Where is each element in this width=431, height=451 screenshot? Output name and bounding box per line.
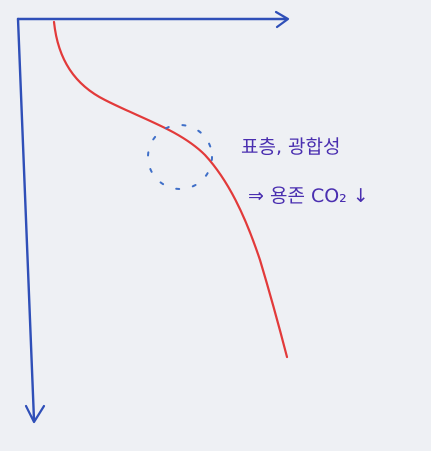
vertical-axis-arrowhead-icon <box>24 404 46 424</box>
highlight-dotted-circle <box>147 124 213 190</box>
profile-curve <box>52 20 289 359</box>
annotation-line-2: ⇒ 용존 CO₂ ↓ <box>248 185 369 207</box>
dotted-circle <box>147 124 213 190</box>
annotation-line-1: 표층, 광합성 <box>241 136 340 158</box>
horizontal-axis <box>16 10 290 29</box>
vertical-axis <box>16 17 46 424</box>
vertical-axis-line <box>16 17 36 422</box>
horizontal-axis-arrowhead-icon <box>274 10 290 29</box>
